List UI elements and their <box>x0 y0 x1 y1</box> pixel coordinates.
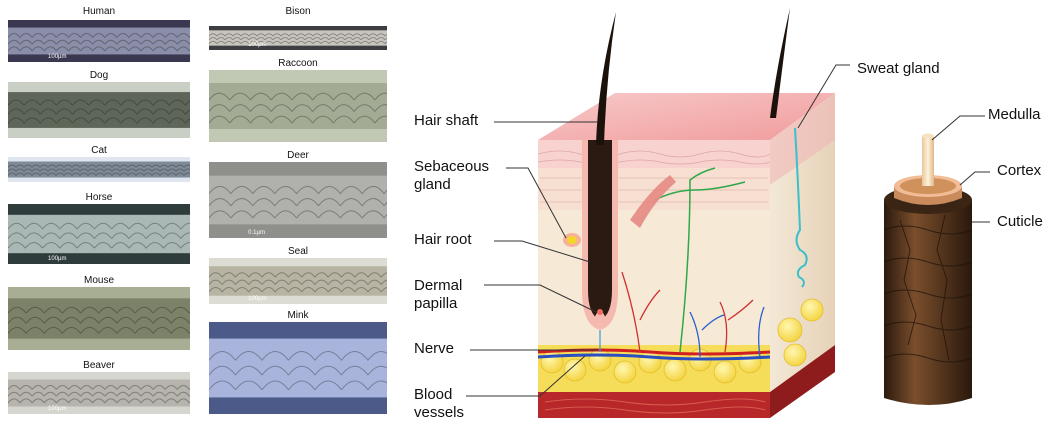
label-dermal-papilla-line1: Dermal <box>414 277 462 295</box>
micrograph-bison: 100µm <box>209 26 387 50</box>
micrograph-title-beaver: Beaver <box>8 360 190 371</box>
micrograph-raccoon <box>209 70 387 142</box>
micrograph-cat <box>8 157 190 182</box>
skin-cross-section-diagram <box>400 0 850 421</box>
micrograph-title-seal: Seal <box>209 246 387 257</box>
medulla-core <box>922 136 934 186</box>
micrograph-mouse <box>8 287 190 350</box>
micrograph-beaver: 100µm <box>8 372 190 414</box>
micrograph-dog <box>8 82 190 138</box>
micrograph-scale-horse: 100µm <box>48 256 66 262</box>
label-hair-root: Hair root <box>414 231 472 249</box>
micrograph-deer: 0.1µm <box>209 162 387 238</box>
micrograph-seal: 100µm <box>209 258 387 304</box>
label-dermal-papilla-line2: papilla <box>414 295 457 313</box>
micrograph-title-mink: Mink <box>209 310 387 321</box>
micrograph-title-human: Human <box>8 6 190 17</box>
micrograph-scale-human: 100µm <box>48 54 66 60</box>
cuticle-layer <box>884 200 972 405</box>
micrograph-title-horse: Horse <box>8 192 190 203</box>
micrograph-scale-deer: 0.1µm <box>248 230 265 236</box>
leader-medulla <box>932 116 985 140</box>
label-cuticle: Cuticle <box>997 213 1043 231</box>
label-sebaceous-gland-line1: Sebaceous <box>414 158 489 176</box>
leader-cortex <box>960 172 990 185</box>
label-nerve: Nerve <box>414 340 454 358</box>
micrograph-mink <box>209 322 387 414</box>
micrograph-horse: 100µm <box>8 204 190 264</box>
micrograph-human: 100µm <box>8 20 190 62</box>
micrograph-title-raccoon: Raccoon <box>209 58 387 69</box>
micrograph-scale-beaver: 100µm <box>48 406 66 412</box>
label-medulla: Medulla <box>988 106 1041 124</box>
micrograph-title-cat: Cat <box>8 145 190 156</box>
label-sebaceous-gland-line2: gland <box>414 176 451 194</box>
micrograph-title-deer: Deer <box>209 150 387 161</box>
micrograph-title-mouse: Mouse <box>8 275 190 286</box>
label-blood-vessels-line1: Blood <box>414 386 452 404</box>
micrograph-title-bison: Bison <box>209 6 387 17</box>
label-hair-shaft: Hair shaft <box>414 112 478 130</box>
label-cortex: Cortex <box>997 162 1041 180</box>
hair-structure-diagram <box>850 0 1054 421</box>
micrograph-title-dog: Dog <box>8 70 190 81</box>
label-blood-vessels-line2: vessels <box>414 404 464 422</box>
micrograph-scale-seal: 100µm <box>248 296 266 302</box>
micrograph-scale-bison: 100µm <box>248 42 266 48</box>
